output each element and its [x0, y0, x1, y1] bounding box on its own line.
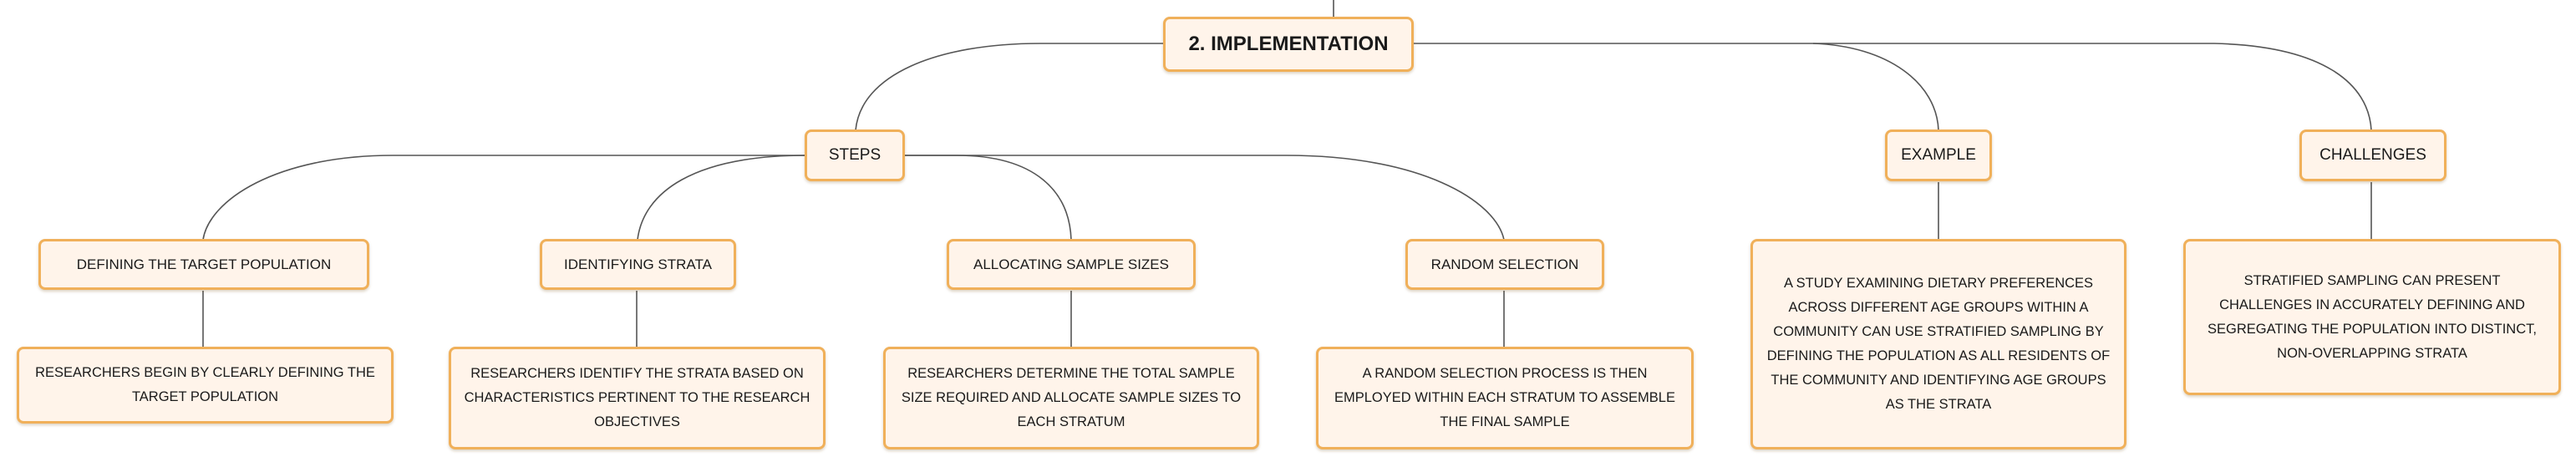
branch-example[interactable]: EXAMPLE [1885, 129, 1992, 181]
step-detail-defining-target-population[interactable]: RESEARCHERS BEGIN BY CLEARLY DEFINING TH… [17, 347, 394, 424]
step-random-selection[interactable]: RANDOM SELECTION [1405, 239, 1604, 290]
step-allocating-sample-sizes[interactable]: ALLOCATING SAMPLE SIZES [947, 239, 1196, 290]
example-detail-text: A STUDY EXAMINING DIETARY PREFERENCES AC… [1766, 276, 2111, 412]
step-label: ALLOCATING SAMPLE SIZES [973, 256, 1169, 272]
root-topic-implementation[interactable]: 2. IMPLEMENTATION [1163, 17, 1414, 72]
step-label: DEFINING THE TARGET POPULATION [76, 256, 332, 272]
step-detail-identifying-strata[interactable]: RESEARCHERS IDENTIFY THE STRATA BASED ON… [449, 347, 826, 449]
root-topic-label: 2. IMPLEMENTATION [1188, 33, 1389, 55]
branch-challenges-label: CHALLENGES [2319, 146, 2426, 164]
step-detail-random-selection[interactable]: A RANDOM SELECTION PROCESS IS THEN EMPLO… [1316, 347, 1694, 449]
challenges-detail[interactable]: STRATIFIED SAMPLING CAN PRESENT CHALLENG… [2183, 239, 2561, 395]
example-detail[interactable]: A STUDY EXAMINING DIETARY PREFERENCES AC… [1750, 239, 2126, 449]
step-detail-text: RESEARCHERS BEGIN BY CLEARLY DEFINING TH… [35, 365, 375, 404]
step-detail-allocating-sample-sizes[interactable]: RESEARCHERS DETERMINE THE TOTAL SAMPLE S… [883, 347, 1259, 449]
step-detail-text: RESEARCHERS IDENTIFY THE STRATA BASED ON… [464, 366, 810, 429]
step-label: IDENTIFYING STRATA [564, 256, 712, 272]
branch-example-label: EXAMPLE [1901, 146, 1976, 164]
step-defining-target-population[interactable]: DEFINING THE TARGET POPULATION [38, 239, 369, 290]
branch-steps-label: STEPS [828, 146, 882, 164]
branch-challenges[interactable]: CHALLENGES [2299, 129, 2446, 181]
step-detail-text: RESEARCHERS DETERMINE THE TOTAL SAMPLE S… [901, 366, 1242, 429]
step-label: RANDOM SELECTION [1430, 256, 1579, 272]
branch-steps[interactable]: STEPS [805, 129, 905, 181]
challenges-detail-text: STRATIFIED SAMPLING CAN PRESENT CHALLENG… [2208, 272, 2537, 361]
step-detail-text: A RANDOM SELECTION PROCESS IS THEN EMPLO… [1334, 366, 1675, 429]
step-identifying-strata[interactable]: IDENTIFYING STRATA [540, 239, 736, 290]
